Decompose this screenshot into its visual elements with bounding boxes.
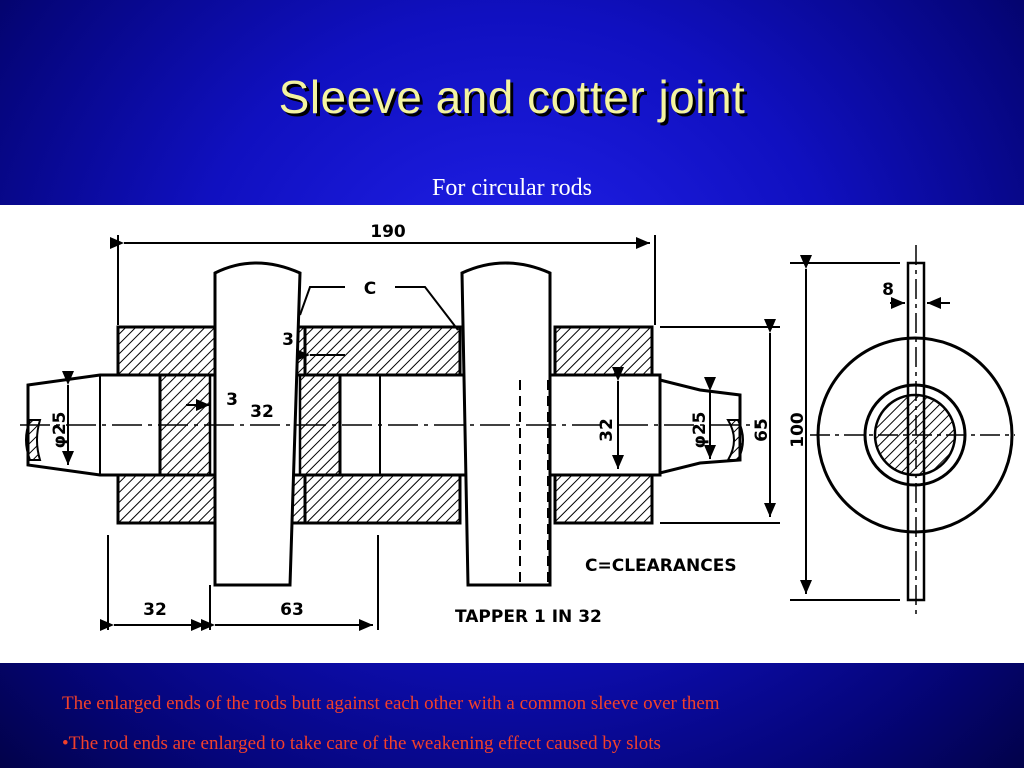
slide-subtitle: For circular rods — [432, 175, 592, 201]
note-line-2: •The rod ends are enlarged to take care … — [62, 733, 661, 754]
label-c: C — [364, 279, 376, 299]
dim-32-bottom: 32 — [143, 600, 167, 620]
sleeve-cotter-joint-drawing: 190 C 3 3 32 32 φ25 φ25 65 100 8 32 63 C… — [20, 222, 1015, 631]
dim-65: 65 — [752, 418, 772, 442]
end-view — [810, 245, 1015, 615]
note-line-1: The enlarged ends of the rods butt again… — [62, 693, 720, 714]
dim-190: 190 — [370, 222, 406, 242]
cotters — [213, 261, 552, 587]
taper-note: TAPPER 1 IN 32 — [455, 607, 602, 627]
dim-3-left: 3 — [226, 390, 238, 410]
dim-100: 100 — [788, 412, 808, 448]
dim-8: 8 — [882, 280, 894, 300]
engineering-drawing: 190 C 3 3 32 32 φ25 φ25 65 100 8 32 63 C… — [0, 205, 1024, 663]
clearances-note: C=CLEARANCES — [585, 556, 737, 576]
dim-dia25-left: φ25 — [50, 412, 70, 449]
slide-title: Sleeve and cotter joint — [278, 71, 746, 123]
dimension-lines — [62, 235, 900, 631]
dim-63: 63 — [280, 600, 304, 620]
dim-3-top: 3 — [282, 330, 294, 350]
dim-32-inner: 32 — [250, 402, 274, 422]
dim-32-vertical: 32 — [597, 418, 617, 442]
dim-dia25-right: φ25 — [690, 412, 710, 449]
